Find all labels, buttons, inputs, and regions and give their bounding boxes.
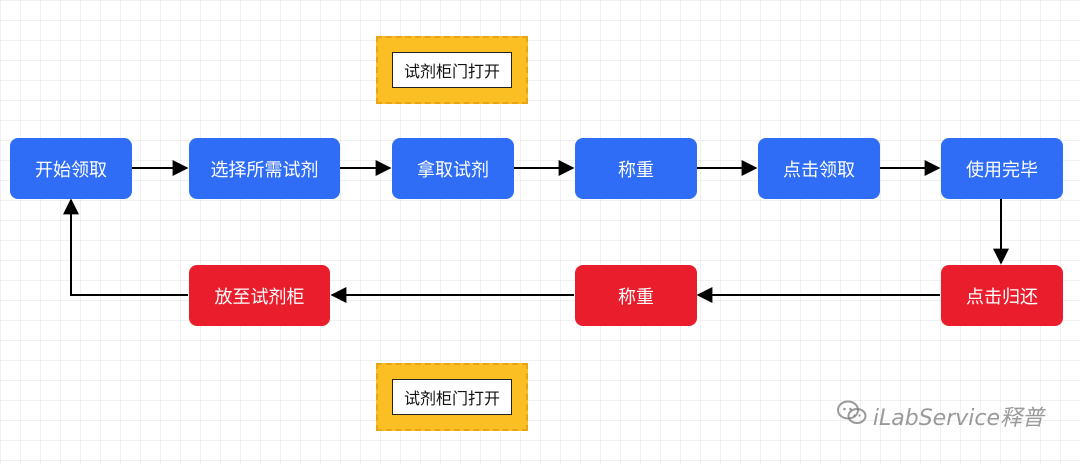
arrow-putback-to-start xyxy=(63,198,188,296)
node-select-reagent[interactable]: 选择所需试剂 xyxy=(189,138,340,199)
node-weigh-top[interactable]: 称重 xyxy=(575,138,697,199)
note-bottom-cabinet-open: 试剂柜门打开 xyxy=(376,363,528,431)
watermark: iLabService释普 xyxy=(836,400,1044,432)
wechat-icon xyxy=(836,400,867,432)
node-click-receive[interactable]: 点击领取 xyxy=(758,138,880,199)
note-bottom-label: 试剂柜门打开 xyxy=(392,379,512,415)
node-click-return[interactable]: 点击归还 xyxy=(941,265,1063,326)
node-start[interactable]: 开始领取 xyxy=(10,138,132,199)
node-weigh-bottom[interactable]: 称重 xyxy=(575,265,697,326)
note-top-cabinet-open: 试剂柜门打开 xyxy=(376,36,528,104)
node-finish-use[interactable]: 使用完毕 xyxy=(941,138,1063,199)
note-top-label: 试剂柜门打开 xyxy=(392,52,512,88)
node-take-reagent[interactable]: 拿取试剂 xyxy=(392,138,514,199)
node-put-back[interactable]: 放至试剂柜 xyxy=(189,265,330,326)
watermark-text: iLabService释普 xyxy=(872,406,1044,431)
